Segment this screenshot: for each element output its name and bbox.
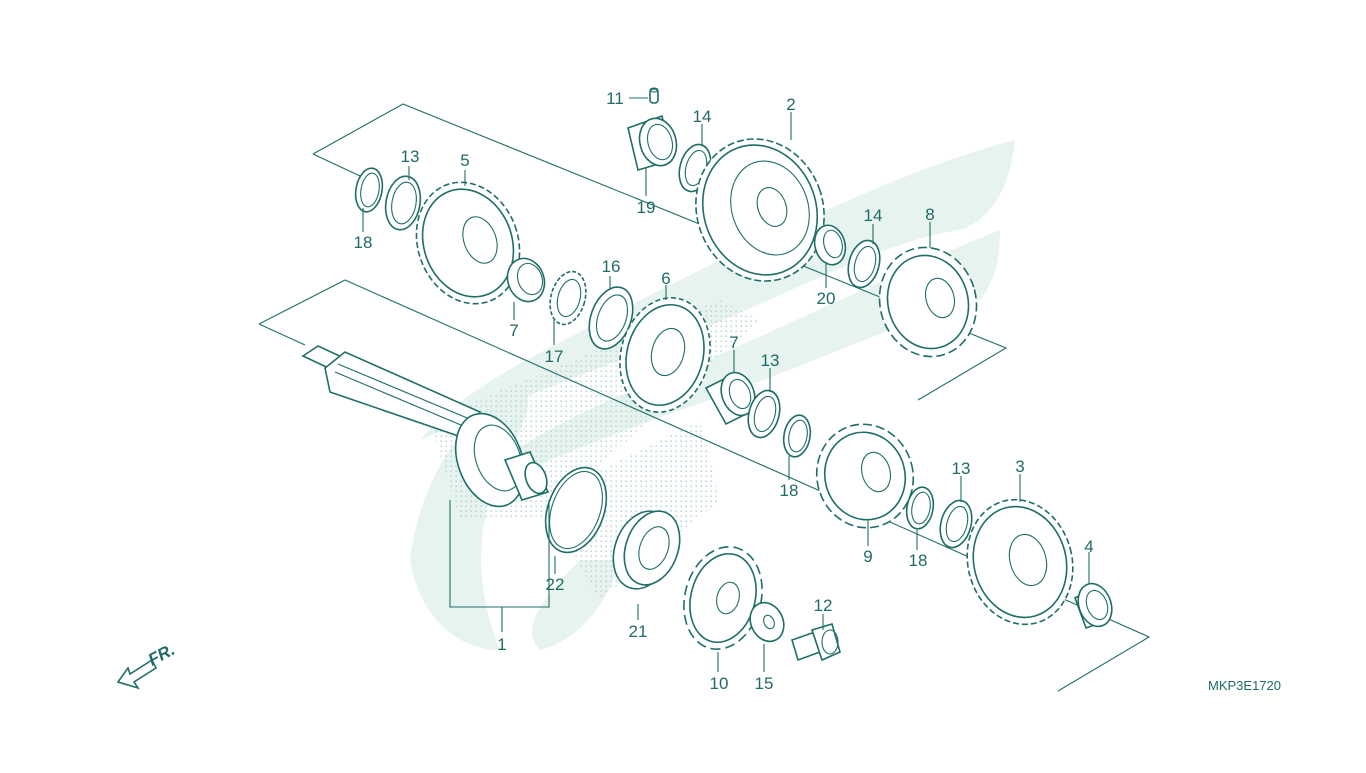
- callout-7-upper: 7: [509, 321, 518, 340]
- callout-12: 12: [814, 596, 833, 615]
- part-needle-bearing-20: [813, 224, 847, 266]
- part-mainshaft-1: [301, 345, 550, 508]
- callout-21: 21: [629, 622, 648, 641]
- callout-3: 3: [1015, 457, 1024, 476]
- callout-13-upper: 13: [401, 147, 420, 166]
- arrow-left-icon: [116, 658, 158, 690]
- callout-18-upper: 18: [354, 233, 373, 252]
- callout-18-middle: 18: [780, 481, 799, 500]
- part-needle-bearing-19: [627, 114, 678, 172]
- part-gear-3: [966, 498, 1074, 626]
- part-oil-seal-21: [612, 510, 681, 590]
- callout-19: 19: [637, 198, 656, 217]
- callout-11: 11: [606, 89, 624, 108]
- part-washer-15: [749, 601, 785, 643]
- part-lock-washer-16: [588, 286, 634, 350]
- leader-lines: [362, 97, 1090, 672]
- callout-14-middle: 14: [864, 206, 883, 225]
- part-circlip-18-upper: [354, 167, 384, 213]
- callout-18-lower: 18: [909, 551, 928, 570]
- lower-assembly-frame: [258, 279, 1151, 692]
- part-drive-sprocket-10: [683, 546, 763, 650]
- callout-14-upper: 14: [693, 107, 712, 126]
- part-gear-9: [815, 423, 915, 529]
- part-circlip-18-lower: [905, 486, 935, 530]
- part-gear-8: [878, 246, 978, 358]
- callout-2: 2: [786, 95, 795, 114]
- drawing-code: MKP3E1720: [1208, 678, 1281, 693]
- part-bushing-7-upper: [506, 257, 546, 303]
- callout-9: 9: [863, 547, 872, 566]
- callout-22: 22: [546, 575, 565, 594]
- part-circlip-18-middle: [782, 414, 812, 458]
- part-bolt-12: [791, 623, 841, 662]
- part-bushing-4: [1074, 582, 1113, 630]
- callout-8: 8: [925, 205, 934, 224]
- callout-20: 20: [817, 289, 836, 308]
- part-washer-13-lower: [939, 499, 973, 549]
- callout-7-lower: 7: [729, 333, 738, 352]
- part-washer-14-middle: [847, 239, 881, 289]
- part-oring-22: [544, 466, 608, 554]
- callout-15: 15: [755, 674, 774, 693]
- callout-5: 5: [460, 151, 469, 170]
- callout-10: 10: [710, 674, 729, 693]
- callout-4: 4: [1084, 537, 1093, 556]
- callout-labels: 1 2 3 4 5 6 7 7 8 9 10 11 12 13 13 13 14…: [354, 89, 1094, 693]
- callout-17: 17: [545, 347, 564, 366]
- part-gear-2: [695, 138, 825, 282]
- part-spline-washer-17: [549, 270, 587, 326]
- part-washer-13-upper: [384, 175, 422, 231]
- front-direction-arrow: FR.: [116, 640, 178, 690]
- part-gear-6: [619, 297, 711, 413]
- callout-16: 16: [602, 257, 621, 276]
- callout-6: 6: [661, 269, 670, 288]
- callout-13-lower: 13: [952, 459, 971, 478]
- part-dowel-pin-11: [649, 87, 659, 104]
- callout-1: 1: [497, 635, 506, 654]
- callout-13-middle: 13: [761, 351, 780, 370]
- part-gear-5: [415, 181, 521, 305]
